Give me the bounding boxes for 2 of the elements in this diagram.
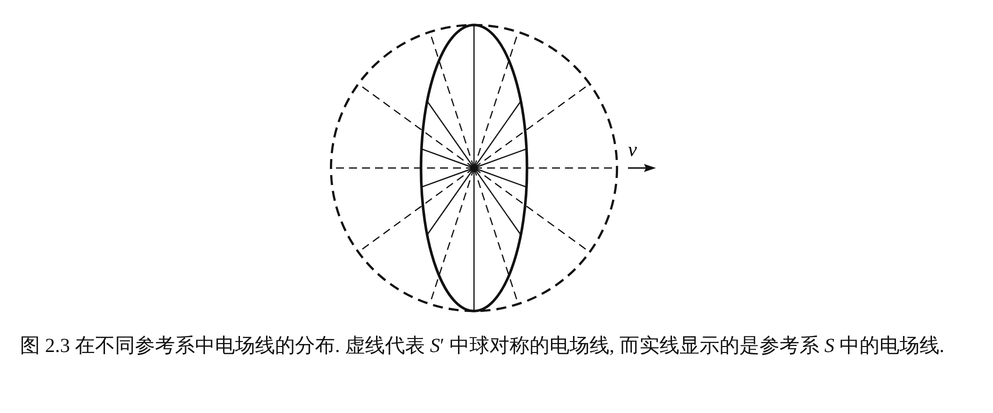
figure-caption: 图 2.3 在不同参考系中电场线的分布. 虚线代表 S′ 中球对称的电场线, 而实线显示的是参考系 S 中的电场线. <box>20 334 946 359</box>
velocity-label: v <box>628 140 637 160</box>
